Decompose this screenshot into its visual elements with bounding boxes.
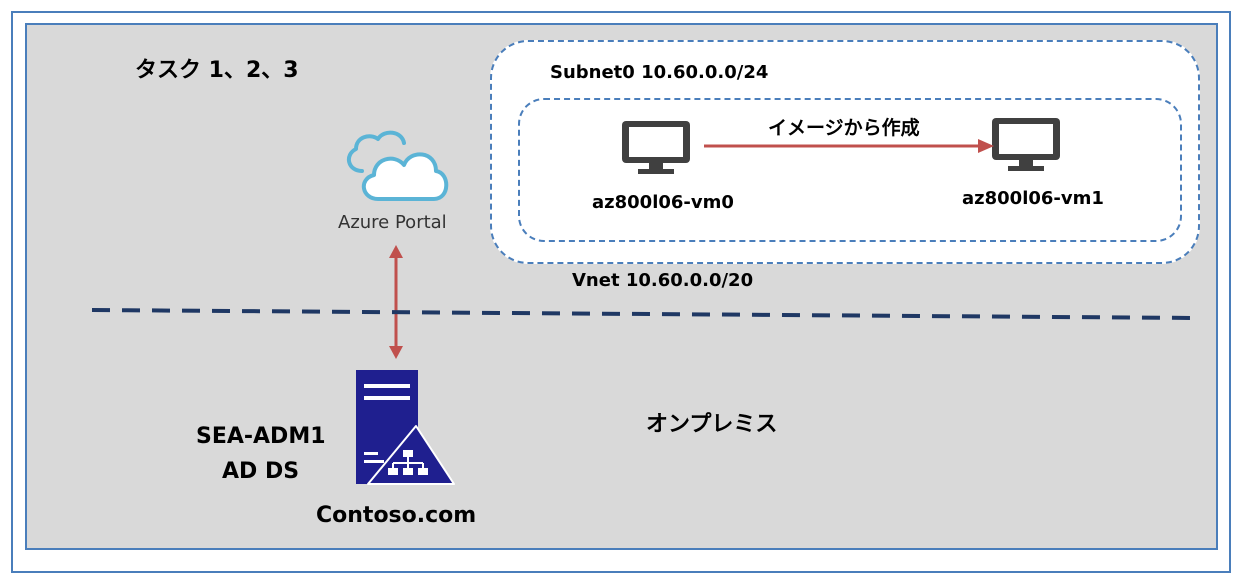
network-icon <box>388 450 428 475</box>
subnet-label: Subnet0 10.60.0.0/24 <box>550 62 769 83</box>
task-label: タスク 1、2、3 <box>135 58 299 83</box>
portal-label: Azure Portal <box>338 212 447 233</box>
vm0-label: az800l06-vm0 <box>592 192 734 213</box>
vm1-monitor-icon <box>992 118 1060 171</box>
server-name-label: SEA-ADM1 <box>196 424 326 449</box>
create-from-image-arrow <box>704 139 994 153</box>
cloud-onprem-divider <box>91 308 1199 320</box>
vm0-monitor-icon <box>622 121 690 174</box>
domain-label: Contoso.com <box>316 503 477 528</box>
vm1-label: az800l06-vm1 <box>962 188 1104 209</box>
onprem-label: オンプレミス <box>646 412 778 437</box>
server-icon <box>356 370 455 485</box>
cloud-icon <box>346 130 449 201</box>
server-role-label: AD DS <box>222 459 300 484</box>
portal-connection-arrow <box>389 245 403 359</box>
vnet-label: Vnet 10.60.0.0/20 <box>572 270 754 291</box>
arrow-label: イメージから作成 <box>768 117 920 139</box>
